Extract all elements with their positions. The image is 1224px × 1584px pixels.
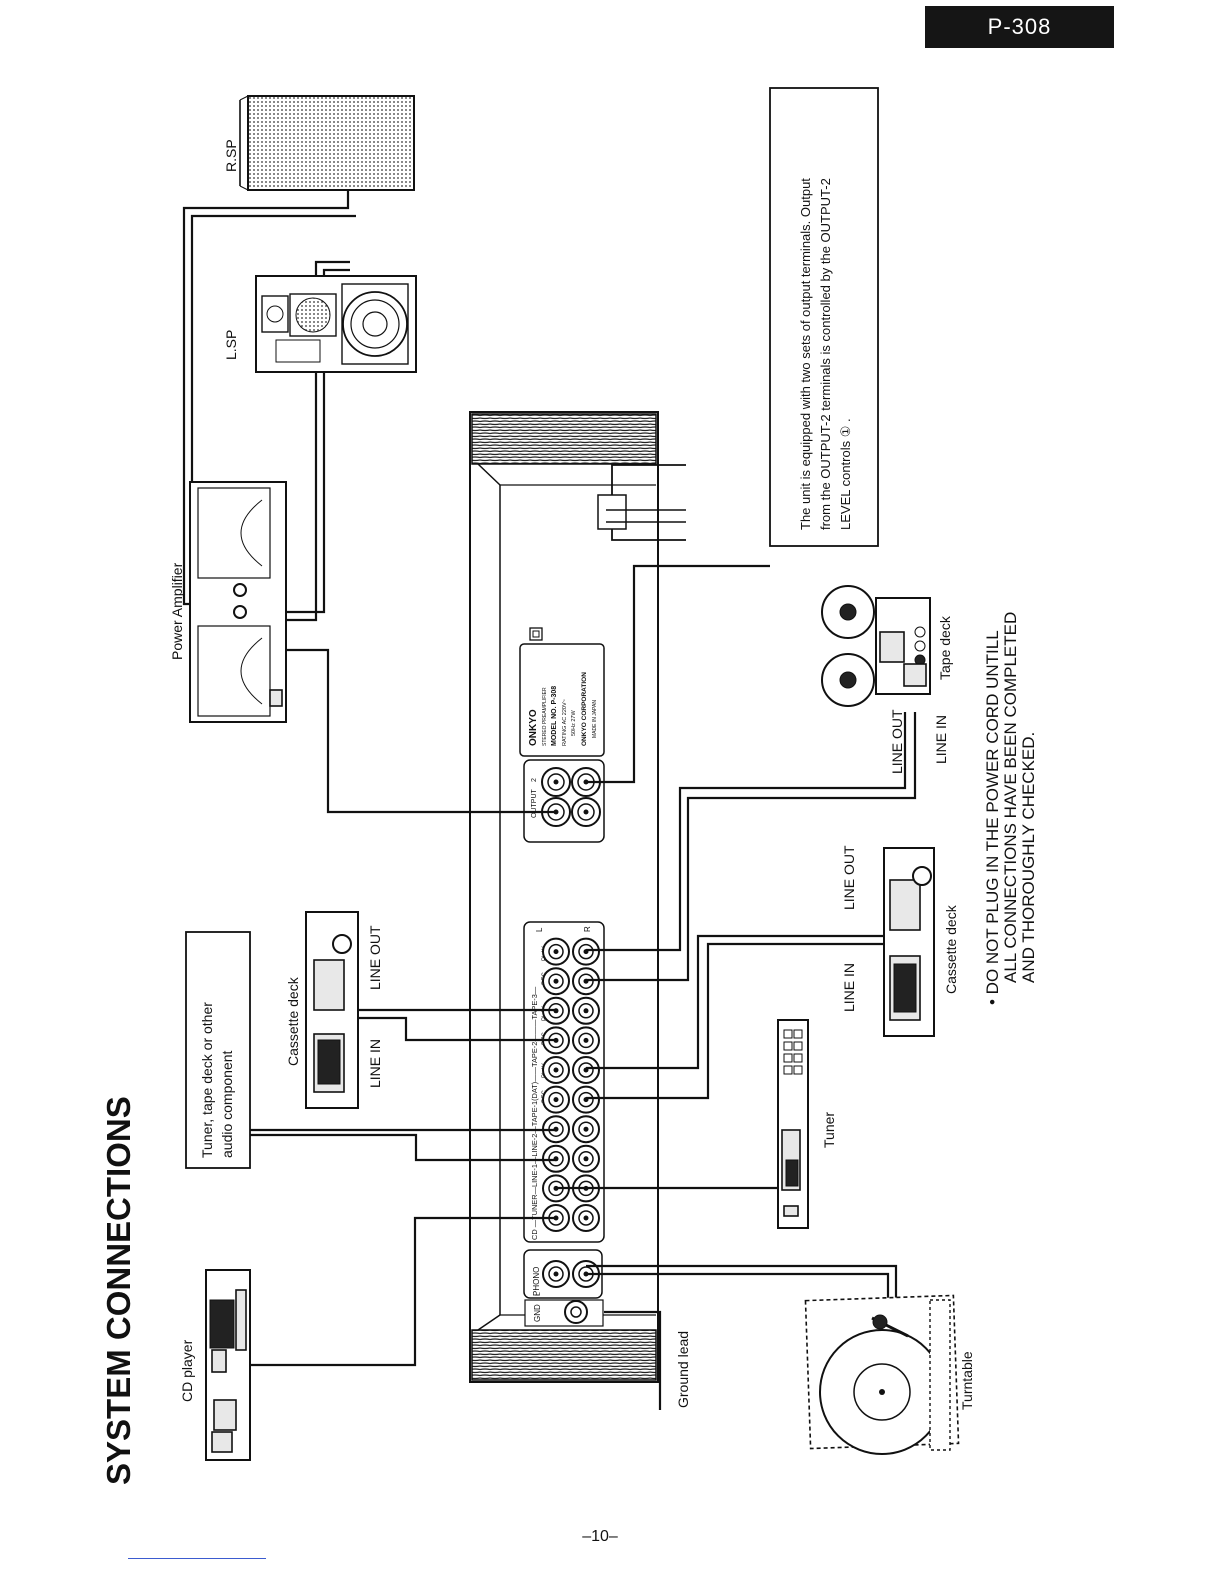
- output-jack-1-r[interactable]: [571, 797, 601, 827]
- cassette-deck-right-label: Cassette deck: [943, 904, 959, 994]
- svg-text:MODEL NO. P-308: MODEL NO. P-308: [551, 686, 558, 746]
- warning-line-1: • DO NOT PLUG IN THE POWER CORD UNTILL: [983, 630, 1002, 1005]
- power-amplifier-label: Power Amplifier: [169, 562, 185, 660]
- model-badge: P-308: [925, 6, 1114, 48]
- phono-label: PHONO: [532, 1267, 541, 1296]
- lsp-label: L.SP: [223, 330, 239, 360]
- page-number: –10–: [582, 1528, 618, 1545]
- power-amplifier: Power Amplifier: [169, 481, 287, 723]
- phono-jack-l[interactable]: [542, 1260, 570, 1288]
- class-ii-symbol: [529, 627, 543, 641]
- cd-player-label: CD player: [179, 1339, 195, 1402]
- input-jack-9-r[interactable]: [572, 967, 600, 996]
- svg-text:ONKYO: ONKYO: [528, 709, 539, 746]
- cassette-deck-left: Cassette deck LINE IN LINE OUT: [285, 911, 383, 1109]
- input-jack-5-r[interactable]: [572, 1085, 600, 1114]
- input-jack-7-r[interactable]: [572, 1026, 600, 1055]
- input-jack-3-l[interactable]: [542, 1144, 570, 1173]
- input-jack-5-l[interactable]: [542, 1085, 570, 1114]
- input-jack-10-r[interactable]: [572, 937, 600, 966]
- rsp-label: R.SP: [223, 139, 239, 172]
- cd-player: CD player: [179, 1269, 251, 1461]
- panel-r-label: R: [583, 926, 592, 932]
- svg-text:ONKYO CORPORATION: ONKYO CORPORATION: [581, 672, 588, 746]
- other-component-box: Tuner, tape deck or other audio componen…: [185, 931, 251, 1169]
- power-cord: [611, 464, 686, 541]
- other-component-line-2: audio component: [219, 1050, 235, 1158]
- output-2-label: 2: [531, 778, 538, 782]
- line-in-mid-label: LINE IN: [841, 963, 857, 1012]
- preamplifier-rear-panel: GND PHONO L CD —TUNER—LINE-1—LINE-2—TAPE…: [469, 411, 686, 1383]
- turntable: Turntable Ground lead: [675, 1294, 975, 1455]
- tape-deck-label: Tape deck: [937, 615, 953, 680]
- warning-line-2: ALL CONNECTIONS HAVE BEEN COMPLETED: [1001, 612, 1020, 983]
- input-jack-4-r[interactable]: [572, 1115, 600, 1144]
- note-box: The unit is equipped with two sets of ou…: [769, 87, 879, 547]
- output-jack-2-l[interactable]: [541, 767, 571, 797]
- warning-line-3: AND THOROUGHLY CHECKED.: [1019, 732, 1038, 983]
- input-labels: CD —TUNER—LINE-1—LINE-2—TAPE-1(DAT)——TAP…: [530, 986, 539, 1240]
- nameplate: [519, 643, 605, 757]
- line-out-mid-label: LINE OUT: [841, 845, 857, 910]
- left-speaker: L.SP: [223, 275, 417, 373]
- cassette-deck-right: Cassette deck LINE IN LINE OUT: [841, 845, 959, 1037]
- line-out-left-label: LINE OUT: [367, 925, 383, 990]
- tuner-label: Tuner: [821, 1112, 837, 1148]
- svg-text:RATING AC 220V~: RATING AC 220V~: [562, 699, 568, 746]
- svg-text:MADE IN JAPAN: MADE IN JAPAN: [592, 700, 598, 738]
- input-jack-3-r[interactable]: [572, 1144, 600, 1173]
- footer-link-line: [128, 1558, 266, 1559]
- wood-side-bottom: [471, 1329, 657, 1381]
- output-label: OUTPUT: [531, 789, 538, 819]
- nameplate-text: ONKYO STEREO PREAMPLIFIER MODEL NO. P-30…: [528, 672, 598, 746]
- note-line-3: LEVEL controls ① .: [838, 418, 853, 530]
- ground-lead-label: Ground lead: [675, 1331, 691, 1408]
- note-line-2: from the OUTPUT-2 terminals is controlle…: [818, 178, 833, 530]
- panel-l-label: L: [535, 927, 544, 932]
- turntable-label: Turntable: [959, 1351, 975, 1410]
- input-jack-10-l[interactable]: [542, 937, 570, 966]
- input-jack-6-r[interactable]: [572, 1056, 600, 1084]
- input-jack-6-l[interactable]: [542, 1056, 570, 1084]
- warning-text: • DO NOT PLUG IN THE POWER CORD UNTILL A…: [983, 612, 1038, 1005]
- input-jack-7-l[interactable]: [542, 1026, 570, 1055]
- input-jack-9-l[interactable]: [542, 967, 570, 996]
- tape-deck: Tape deck LINE OUT LINE IN: [821, 585, 953, 774]
- tuner: Tuner: [777, 1019, 837, 1229]
- svg-text:50Hz 27W: 50Hz 27W: [571, 710, 577, 736]
- line-out-right-label: LINE OUT: [889, 709, 905, 774]
- gnd-label: GND: [533, 1304, 542, 1322]
- line-in-right-label: LINE IN: [933, 715, 949, 764]
- page-title: SYSTEM CONNECTIONS: [100, 1096, 137, 1485]
- svg-text:STEREO PREAMPLIFIER: STEREO PREAMPLIFIER: [542, 687, 548, 746]
- cassette-deck-left-label: Cassette deck: [285, 976, 301, 1066]
- phono-l-label: L: [535, 1292, 542, 1296]
- other-component-line-1: Tuner, tape deck or other: [199, 1002, 215, 1158]
- input-jack-8-r[interactable]: [572, 996, 600, 1025]
- power-cord-relief: [597, 494, 627, 530]
- line-in-left-label: LINE IN: [367, 1039, 383, 1088]
- wood-side-top: [471, 413, 657, 465]
- note-line-1: The unit is equipped with two sets of ou…: [798, 178, 813, 530]
- input-jack-1-r[interactable]: [572, 1204, 600, 1232]
- right-speaker: R.SP: [223, 95, 415, 191]
- input-jacks: [542, 937, 600, 1232]
